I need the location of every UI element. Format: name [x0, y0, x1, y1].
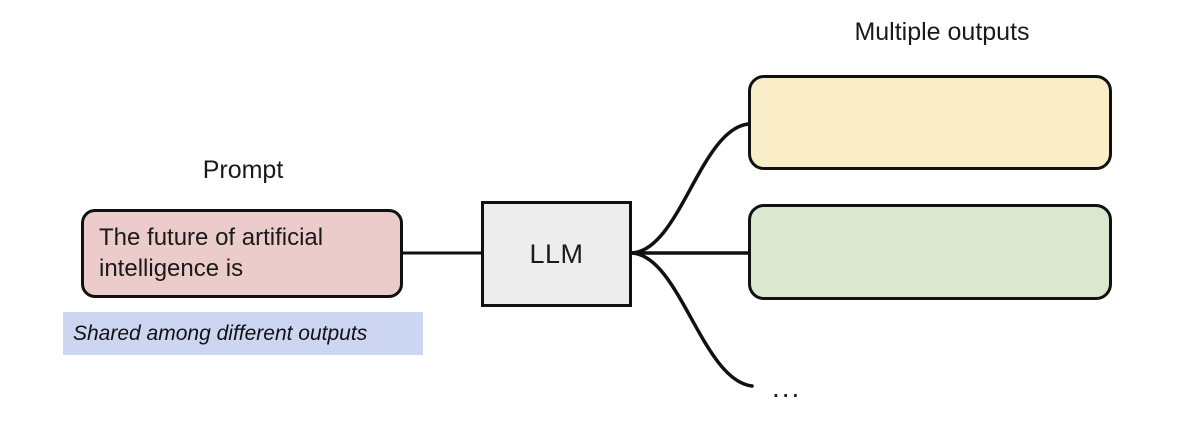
prompt-box[interactable]: The future of artificial intelligence is — [81, 209, 403, 298]
prompt-text: The future of artificial intelligence is — [99, 224, 324, 283]
output-box-2[interactable] — [748, 204, 1112, 300]
multiple-outputs-label: Multiple outputs — [854, 18, 1030, 46]
more-outputs-ellipsis: ... — [772, 372, 802, 403]
prompt-label: Prompt — [202, 156, 284, 184]
edge-llm-to-ellipsis — [630, 251, 754, 388]
shared-among-outputs-note: Shared among different outputs — [63, 312, 423, 355]
llm-box[interactable]: LLM — [481, 201, 632, 307]
output-box-1[interactable] — [748, 75, 1112, 170]
edge-llm-to-output-1 — [630, 122, 750, 255]
shared-note-text: Shared among different outputs — [73, 321, 368, 345]
llm-label: LLM — [529, 238, 584, 269]
